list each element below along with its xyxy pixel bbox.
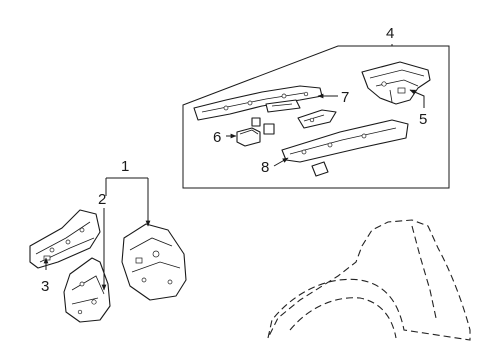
small-bracket — [236, 117, 275, 147]
leader-1 — [105, 177, 148, 226]
callout-6: 6 — [213, 129, 221, 146]
fender-outline — [267, 219, 471, 341]
callout-5: 5 — [419, 111, 427, 128]
callout-3: 3 — [41, 278, 49, 295]
apron-bracket — [121, 223, 187, 301]
leader-5 — [409, 89, 425, 108]
callout-1: 1 — [121, 158, 129, 175]
lower-rail — [281, 119, 409, 177]
callout-8: 8 — [261, 159, 269, 176]
leader-8 — [273, 157, 289, 167]
lower-housing-bracket — [63, 257, 111, 323]
callout-2: 2 — [98, 191, 106, 208]
upper-rail — [193, 85, 323, 121]
callout-4: 4 — [386, 25, 394, 42]
callout-7: 7 — [341, 89, 349, 106]
middle-rail — [297, 109, 337, 129]
